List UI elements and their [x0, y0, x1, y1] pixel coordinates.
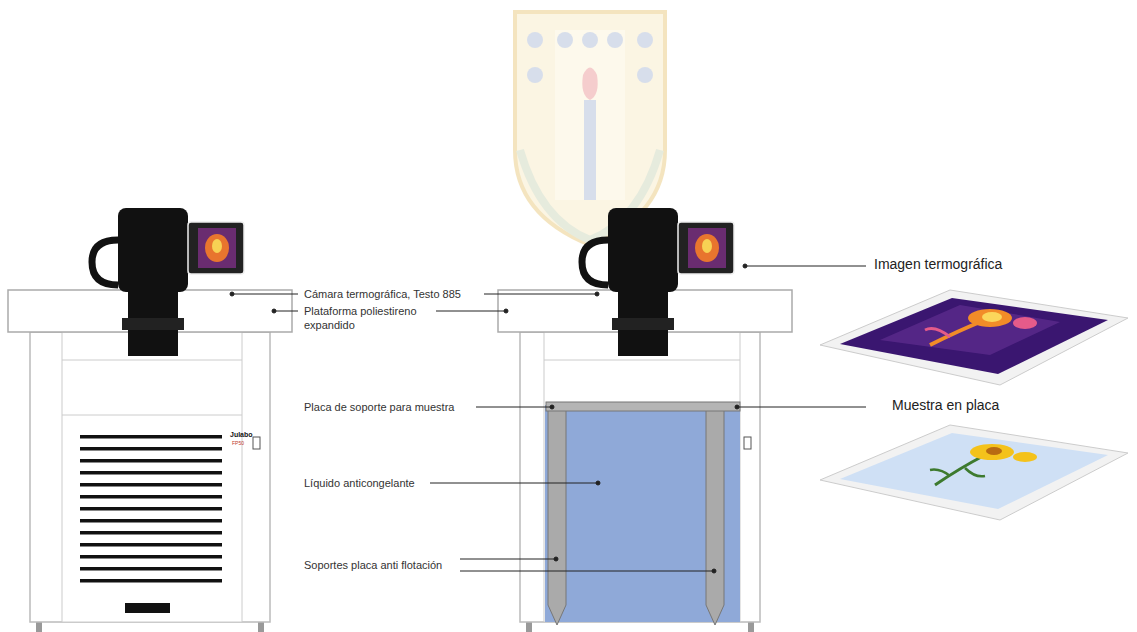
- image-label: Muestra en placa: [892, 398, 999, 412]
- part-label: Soportes placa anti flotación: [304, 558, 442, 572]
- sample-plate: [820, 425, 1128, 520]
- leader-lines: [230, 264, 866, 573]
- thermal-image: [820, 290, 1128, 385]
- part-label: Cámara termográfica, Testo 885: [304, 287, 461, 301]
- brand-text: Julabo: [230, 431, 253, 439]
- part-label: Placa de soporte para muestra: [304, 400, 454, 414]
- cryostat-left: [8, 208, 292, 632]
- image-label: Imagen termográfica: [874, 257, 1002, 271]
- cryostat-right: [498, 208, 792, 632]
- model-text: FP50: [232, 440, 244, 446]
- part-label: Líquido anticongelante: [304, 476, 415, 490]
- part-label: Plataforma poliestireno expandido: [304, 304, 429, 332]
